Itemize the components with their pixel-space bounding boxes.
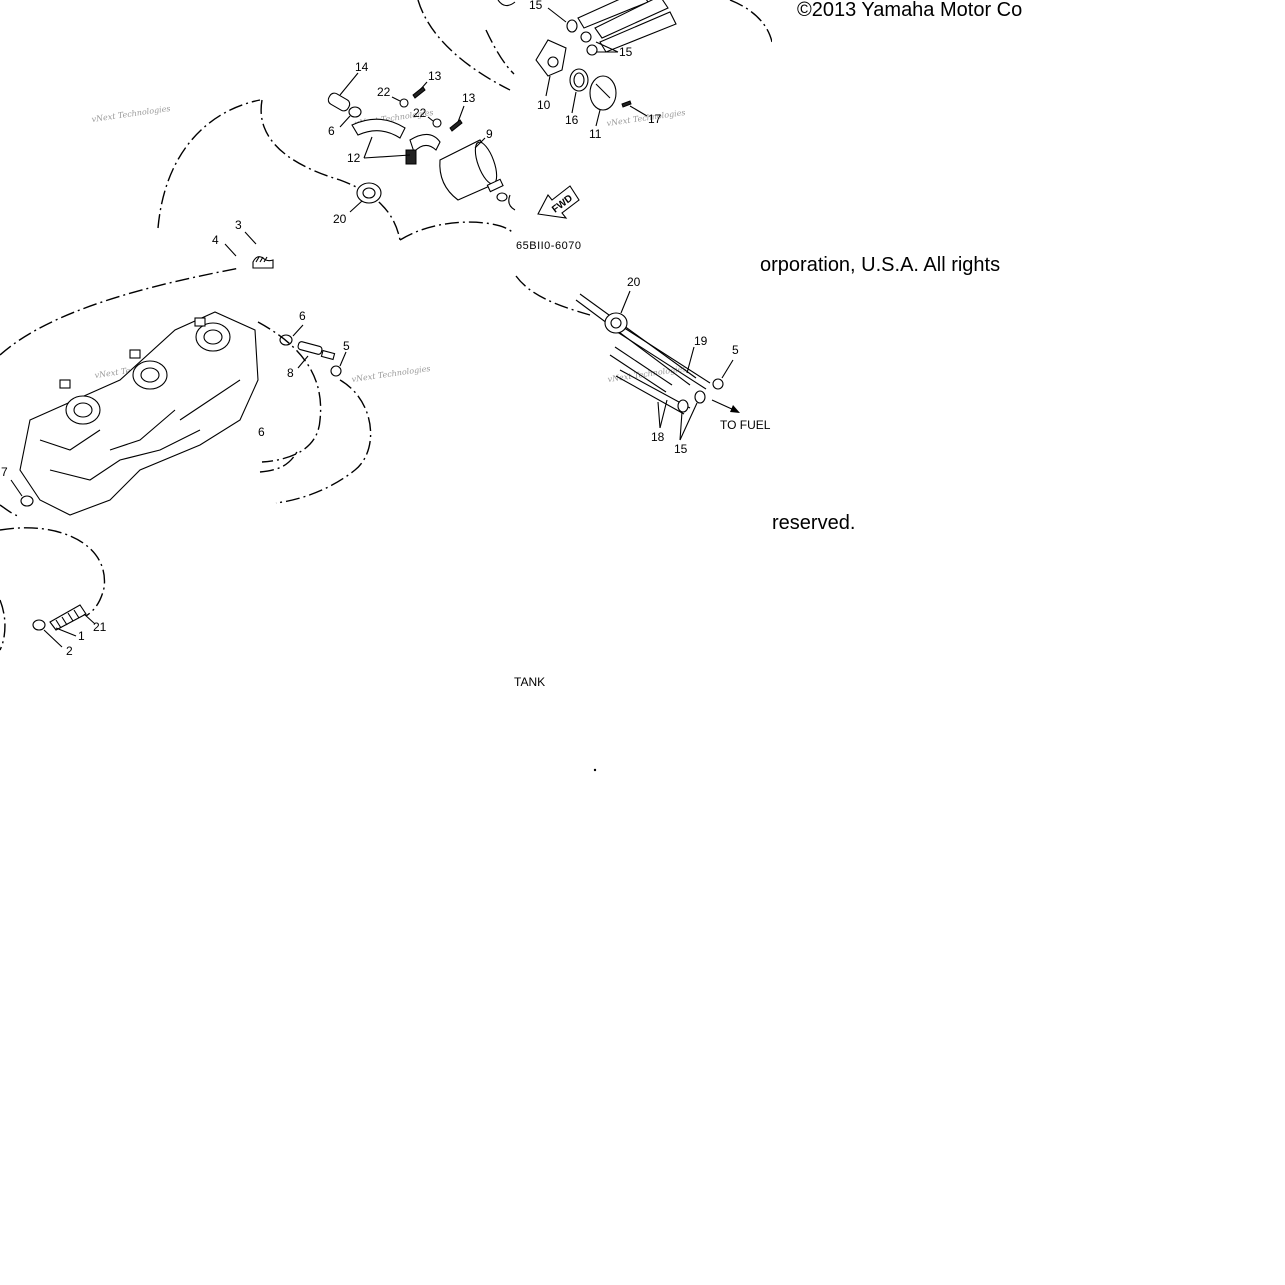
callout-7: 7 bbox=[1, 465, 8, 479]
hose-fitting-1-21 bbox=[49, 604, 96, 637]
joint-8 bbox=[297, 341, 336, 369]
callout-17: 17 bbox=[648, 112, 662, 126]
fuel-cock-tubes bbox=[577, 0, 677, 53]
callout-19: 19 bbox=[694, 334, 708, 348]
fwd-arrow: FWD bbox=[537, 185, 580, 219]
callout-20: 20 bbox=[333, 212, 347, 226]
callout-2: 2 bbox=[66, 644, 73, 658]
callout-4: 4 bbox=[212, 233, 219, 247]
callout-21: 21 bbox=[93, 620, 107, 634]
hose-fitting-3-4 bbox=[224, 231, 274, 269]
gasket-16 bbox=[569, 68, 589, 114]
bracket-12 bbox=[351, 118, 441, 165]
clamp-6-upper bbox=[339, 106, 362, 128]
callout-16: 16 bbox=[565, 113, 579, 127]
hose-routing-short bbox=[259, 449, 299, 473]
callout-11: 11 bbox=[589, 127, 602, 141]
clamps-15-upper bbox=[547, 7, 619, 56]
callout-22: 22 bbox=[377, 85, 391, 99]
carburetor-assembly bbox=[0, 267, 259, 516]
callout-6: 6 bbox=[328, 124, 335, 138]
tile-mask bbox=[1030, 0, 1285, 28]
callout-14: 14 bbox=[355, 60, 369, 74]
watermark: vNext Technologies bbox=[351, 364, 431, 384]
grommet-20-upper bbox=[349, 182, 382, 213]
screw-13-b bbox=[449, 105, 465, 132]
callout-15: 15 bbox=[619, 45, 633, 59]
screw-13-a bbox=[412, 81, 428, 99]
clamp-5-right bbox=[712, 359, 734, 390]
copyright-line-3: reserved. bbox=[772, 512, 855, 534]
stray-dot bbox=[593, 768, 597, 772]
clamp-5-mid bbox=[330, 351, 347, 377]
knob-11 bbox=[589, 75, 617, 127]
copyright-line-2: orporation, U.S.A. All rights bbox=[760, 254, 1000, 276]
tile-mask bbox=[772, 280, 1285, 510]
upper-hose-routing bbox=[157, 0, 516, 241]
callout-6: 6 bbox=[258, 425, 265, 439]
washer-22-b bbox=[427, 116, 442, 128]
callout-6: 6 bbox=[299, 309, 306, 323]
callout-18: 18 bbox=[651, 430, 665, 444]
to-fuel-label: TO FUEL bbox=[720, 418, 771, 432]
callout-15: 15 bbox=[674, 442, 688, 456]
tile-mask bbox=[772, 28, 1285, 254]
lower-hose-routing bbox=[0, 527, 106, 651]
callout-20: 20 bbox=[627, 275, 641, 289]
callout-9: 9 bbox=[486, 127, 493, 141]
callout-22: 22 bbox=[413, 106, 427, 120]
callout-13: 13 bbox=[462, 91, 476, 105]
fuel-filter-9 bbox=[439, 137, 504, 201]
washer-22-a bbox=[391, 96, 409, 108]
to-fuel-arrow bbox=[711, 399, 740, 413]
callout-8: 8 bbox=[287, 366, 294, 380]
copyright-line-1: ©2013 Yamaha Motor Co bbox=[797, 0, 1022, 21]
callout-5: 5 bbox=[732, 343, 739, 357]
callout-15: 15 bbox=[529, 0, 543, 12]
clamp-2 bbox=[32, 619, 63, 648]
watermark: vNext Technologies bbox=[606, 108, 686, 128]
watermark: vNext Technologies bbox=[91, 104, 171, 124]
callout-1: 1 bbox=[78, 629, 85, 643]
fuel-hoses-18-19 bbox=[515, 275, 711, 429]
callout-13: 13 bbox=[428, 69, 442, 83]
callout-10: 10 bbox=[537, 98, 551, 112]
grommet-20-lower bbox=[604, 290, 631, 334]
clamp-7 bbox=[10, 479, 34, 507]
clamps-15-lower bbox=[677, 390, 706, 441]
screw-17 bbox=[621, 100, 648, 117]
callout-5: 5 bbox=[343, 339, 350, 353]
callout-12: 12 bbox=[347, 151, 361, 165]
fuel-cock-10 bbox=[535, 39, 567, 97]
callout-3: 3 bbox=[235, 218, 242, 232]
hose-routing-mid bbox=[275, 379, 372, 504]
diagram-code: 65BII0-6070 bbox=[516, 240, 581, 252]
hose-14 bbox=[327, 72, 359, 112]
hose-routing-upper-right bbox=[729, 0, 773, 43]
hose-6-routing bbox=[257, 321, 322, 463]
callout-numbers: 14 13 22 22 13 6 12 9 20 3 4 15 15 10 16… bbox=[1, 0, 739, 658]
hose-routing-left bbox=[0, 504, 21, 517]
tank-label: TANK bbox=[514, 675, 545, 689]
clamp-filter-outlet bbox=[496, 192, 516, 211]
